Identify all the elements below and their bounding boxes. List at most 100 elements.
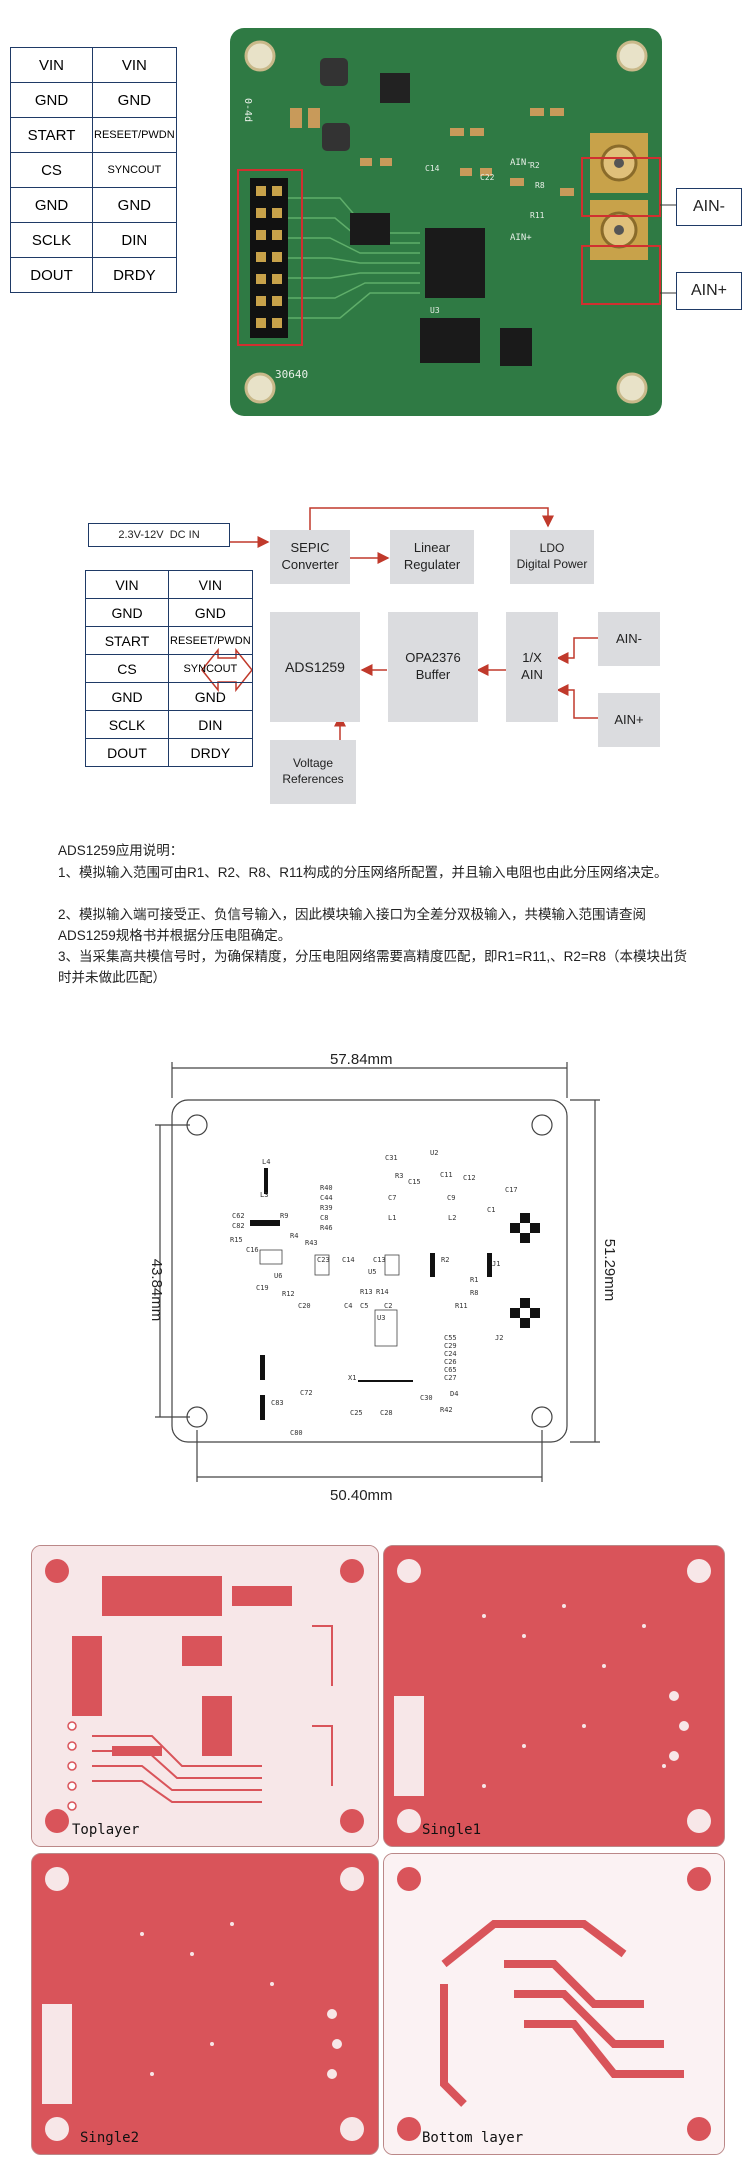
- component-label: C44: [320, 1194, 333, 1202]
- component-label: R15: [230, 1236, 243, 1244]
- component-label: R13: [360, 1288, 373, 1296]
- pin-left: START: [85, 626, 169, 655]
- component-label: R12: [282, 1290, 295, 1298]
- component-label: L1: [388, 1214, 396, 1222]
- component-label: C80: [290, 1429, 303, 1437]
- pin-right: RESEET/PWDN: [168, 626, 253, 655]
- pin-right: GND: [92, 187, 177, 223]
- component-label: J1: [492, 1260, 500, 1268]
- component-label: C72: [300, 1389, 313, 1397]
- pin-left: DOUT: [10, 257, 93, 293]
- notes-line-1: 1、模拟输入范围可由R1、R2、R8、R11构成的分压网络所配置，并且输入电阻也…: [58, 865, 668, 880]
- pin-right: SYNCOUT: [168, 654, 253, 683]
- component-label: C14: [342, 1256, 355, 1264]
- component-label: R43: [305, 1239, 318, 1247]
- photo-ain-plus-label: AIN+: [676, 272, 742, 310]
- pin-right: DIN: [168, 710, 253, 739]
- component-label: C17: [505, 1186, 518, 1194]
- pcb-photo: AIN- AIN+ 30640 0-4d C14 C22 R2 R8 R11 U…: [230, 28, 662, 416]
- single1-art: [384, 1546, 724, 1846]
- component-label: D4: [450, 1390, 458, 1398]
- component-label: C65: [444, 1366, 457, 1374]
- component-label: C15: [408, 1178, 421, 1186]
- sepic-block: SEPIC Converter: [270, 530, 350, 584]
- pin-right: DIN: [92, 222, 177, 258]
- component-label: R8: [470, 1289, 478, 1297]
- component-label: C83: [271, 1399, 284, 1407]
- pin-left: CS: [10, 152, 93, 188]
- component-label: U2: [430, 1149, 438, 1157]
- pin-right: GND: [168, 682, 253, 711]
- component-label: C29: [444, 1342, 457, 1350]
- silk-ref: C14: [425, 164, 440, 173]
- component-label: C23: [317, 1256, 330, 1264]
- adc-block: ADS1259: [270, 612, 360, 722]
- component-label: U5: [368, 1268, 376, 1276]
- photo-ain-minus-label: AIN-: [676, 188, 742, 226]
- pin-left: VIN: [85, 570, 169, 599]
- layer-label-single1: Single1: [422, 1822, 482, 1838]
- component-label: C30: [420, 1394, 433, 1402]
- dim-height-left: 43.84mm: [148, 1259, 165, 1322]
- component-label: C4: [344, 1302, 352, 1310]
- pin-right: RESEET/PWDN: [92, 117, 177, 153]
- dim-width-top: 57.84mm: [330, 1051, 393, 1068]
- pin-left: GND: [10, 187, 93, 223]
- component-label: C5: [360, 1302, 368, 1310]
- pin-right: VIN: [168, 570, 253, 599]
- layer-panel-top: Toplayer: [31, 1545, 379, 1847]
- dc-in-label: 2.3V-12V DC IN: [88, 523, 230, 547]
- pin-left: DOUT: [85, 738, 169, 767]
- linear-block: Linear Regulater: [390, 530, 474, 584]
- component-label: R1: [470, 1276, 478, 1284]
- component-label: R14: [376, 1288, 389, 1296]
- dim-width-bottom: 50.40mm: [330, 1487, 393, 1504]
- pin-right: GND: [168, 598, 253, 627]
- component-label: L3: [260, 1191, 268, 1199]
- component-label: C55: [444, 1334, 457, 1342]
- layer-label-top: Toplayer: [72, 1822, 140, 1838]
- pin-left: GND: [85, 682, 169, 711]
- pin-right: GND: [92, 82, 177, 118]
- notes-line-3: 3、当采集高共模信号时，为确保精度，分压电阻网络需要高精度匹配，即R1=R11,…: [58, 949, 688, 985]
- component-label: C27: [444, 1374, 457, 1382]
- component-label: C9: [447, 1194, 455, 1202]
- layer-panel-single2: Single2: [31, 1853, 379, 2155]
- silk-code: 30640: [275, 368, 308, 381]
- component-label: U6: [274, 1272, 282, 1280]
- component-label: C26: [444, 1358, 457, 1366]
- component-label: C2: [384, 1302, 392, 1310]
- component-label: R2: [441, 1256, 449, 1264]
- component-label: R4: [290, 1232, 298, 1240]
- component-label: C1: [487, 1206, 495, 1214]
- ain-minus-block: AIN-: [598, 612, 660, 666]
- pin-right: DRDY: [92, 257, 177, 293]
- component-label: R3: [395, 1172, 403, 1180]
- pcb-photo-art: AIN- AIN+ 30640 0-4d C14 C22 R2 R8 R11 U…: [237, 40, 661, 404]
- pin-left: GND: [85, 598, 169, 627]
- ldo-block: LDO Digital Power: [510, 530, 594, 584]
- component-label: C12: [463, 1174, 476, 1182]
- component-label: U3: [377, 1314, 385, 1322]
- buffer-block: OPA2376 Buffer: [388, 612, 478, 722]
- component-label: R39: [320, 1204, 333, 1212]
- component-label: R40: [320, 1184, 333, 1192]
- component-label: J2: [495, 1334, 503, 1342]
- component-label: C11: [440, 1171, 453, 1179]
- toplayer-art: [32, 1546, 378, 1846]
- component-label: C24: [444, 1350, 457, 1358]
- notes-line-2: 2、模拟输入端可接受正、负信号输入，因此模块输入接口为全差分双极输入，共模输入范…: [58, 907, 647, 943]
- pin-right: SYNCOUT: [92, 152, 177, 188]
- component-label: C19: [256, 1284, 269, 1292]
- ain-plus-block: AIN+: [598, 693, 660, 747]
